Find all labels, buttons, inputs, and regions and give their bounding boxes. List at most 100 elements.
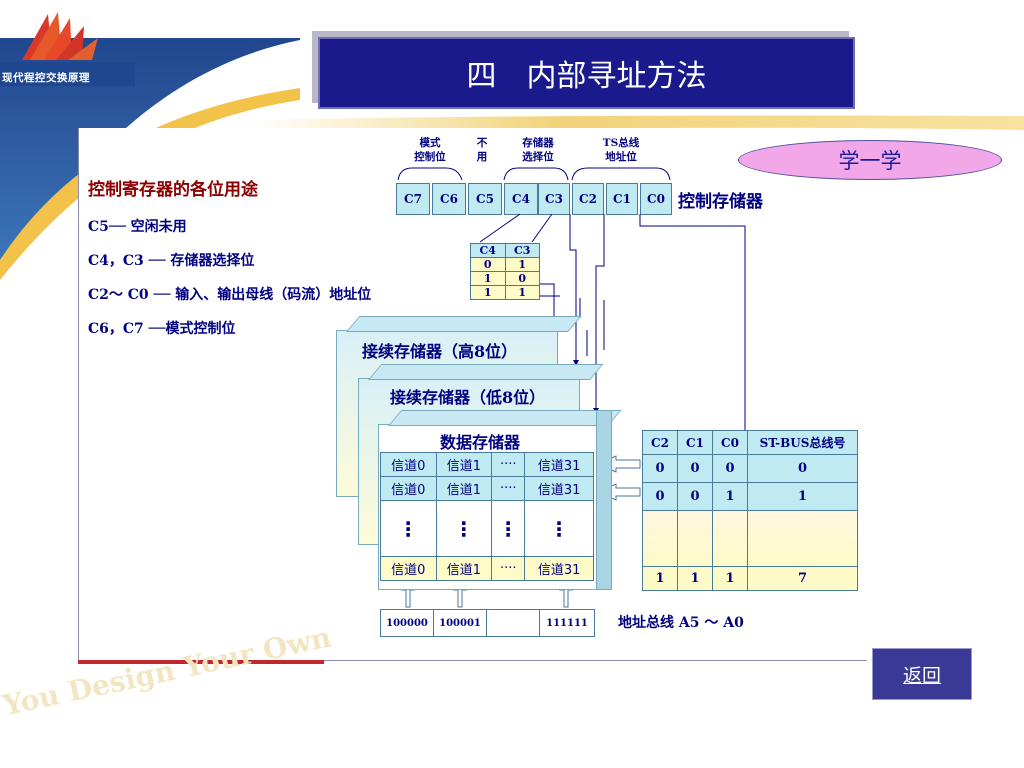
channel-cell: 信道0: [380, 556, 437, 581]
ts-header-line1: TS总线: [602, 137, 640, 149]
table-row: 100000 100001 111111: [380, 609, 595, 637]
bus-cell: 0: [677, 454, 713, 483]
learn-button[interactable]: 学一学: [738, 140, 1002, 180]
bit-usage-c4-c3: C4，C3 ── 存储器选择位: [88, 253, 255, 269]
control-memory-label: 控制存储器: [678, 192, 763, 212]
address-cell: 100000: [380, 609, 434, 637]
connection-memory-high-top: [346, 316, 582, 332]
bus-cell: 0: [747, 454, 858, 483]
bus-header-c1: C1: [677, 430, 713, 455]
data-memory-table: 信道0 信道1 ···· 信道31 信道0 信道1 ···· 信道31 ⋮ ⋮ …: [380, 452, 594, 581]
mode-header-line2: 控制位: [414, 151, 446, 163]
ctrl-bit-c2: C2: [572, 183, 604, 215]
bus-cell: [712, 510, 748, 567]
select-cell: 1: [504, 285, 540, 300]
connection-memory-low-title: 接续存储器（低8位）: [390, 388, 546, 407]
channel-cell: ····: [491, 556, 526, 581]
ts-address-header: TS总线 地址位: [586, 136, 656, 164]
channel-cell: ⋮: [524, 500, 594, 557]
select-cell: 1: [504, 257, 540, 272]
bus-cell: [642, 510, 678, 567]
select-header-c4: C4: [470, 243, 506, 258]
channel-cell: 信道0: [380, 452, 437, 477]
table-row: ⋮ ⋮ ⋮ ⋮: [380, 500, 594, 557]
table-row: 0 0 0 0: [642, 454, 858, 483]
title-number: 四: [466, 59, 497, 94]
bus-cell: 1: [712, 566, 748, 591]
bus-cell: 7: [747, 566, 858, 591]
channel-cell: ⋮: [435, 500, 493, 557]
bit-usage-c5: C5── 空闲未用: [88, 219, 187, 235]
mode-header-line1: 模式: [419, 137, 441, 149]
address-cell: 100001: [433, 609, 487, 637]
table-row: [642, 510, 858, 567]
table-row: 信道0 信道1 ···· 信道31: [380, 556, 594, 581]
select-header-c3: C3: [504, 243, 540, 258]
connection-memory-high-title: 接续存储器（高8位）: [362, 342, 518, 361]
bus-header-c0: C0: [712, 430, 748, 455]
mem-header-line2: 选择位: [522, 151, 554, 163]
data-memory-top: [388, 410, 622, 426]
bit-usage-c2-c0: C2～ C0 ── 输入、输出母线（码流）地址位: [88, 287, 372, 303]
ctrl-bit-c5: C5: [468, 183, 502, 215]
channel-cell: ····: [491, 476, 526, 501]
channel-cell: 信道0: [380, 476, 437, 501]
back-button[interactable]: 返回: [872, 648, 972, 700]
data-memory-title: 数据存储器: [440, 433, 521, 452]
bus-cell: 1: [642, 566, 678, 591]
unused-header-line2: 用: [476, 151, 488, 163]
select-cell: 1: [470, 285, 506, 300]
table-row: 信道0 信道1 ···· 信道31: [380, 452, 594, 477]
ctrl-bit-c1: C1: [606, 183, 638, 215]
channel-cell: 信道1: [435, 556, 493, 581]
bus-cell: [747, 510, 858, 567]
ctrl-bit-c7: C7: [396, 183, 430, 215]
ctrl-bit-c0: C0: [640, 183, 672, 215]
ts-header-line2: 地址位: [605, 151, 637, 163]
address-bus-table: 100000 100001 111111: [380, 609, 595, 637]
title-text: 内部寻址方法: [526, 59, 707, 94]
mem-header-line1: 存储器: [522, 137, 554, 149]
bus-cell: 0: [712, 454, 748, 483]
bus-cell: 0: [642, 482, 678, 511]
channel-cell: 信道31: [524, 556, 594, 581]
select-cell: 0: [504, 271, 540, 286]
fan-logo-icon: [22, 12, 98, 60]
bus-cell: [677, 510, 713, 567]
ctrl-register-heading: 控制寄存器的各位用途: [88, 180, 258, 200]
page-title: 四内部寻址方法: [318, 37, 855, 109]
connection-memory-low-top: [368, 364, 604, 380]
red-accent-bar: [78, 660, 324, 664]
brand-title: 现代程控交换原理: [2, 72, 90, 84]
ctrl-bit-c4: C4: [504, 183, 538, 215]
bus-header-number: ST-BUS总线号: [747, 430, 858, 455]
table-row: 信道0 信道1 ···· 信道31: [380, 476, 594, 501]
ctrl-bit-c3: C3: [538, 183, 570, 215]
select-cell: 1: [470, 271, 506, 286]
channel-cell: ····: [491, 452, 526, 477]
mode-control-header: 模式 控制位: [400, 136, 460, 164]
bus-cell: 0: [677, 482, 713, 511]
table-row: 1 1 1 7: [642, 566, 858, 591]
channel-cell: 信道31: [524, 476, 594, 501]
bus-header-c2: C2: [642, 430, 678, 455]
st-bus-table: C2 C1 C0 ST-BUS总线号 0 0 0 0 0 0 1 1 1 1 1…: [642, 430, 858, 591]
bus-cell: 1: [712, 482, 748, 511]
channel-cell: 信道31: [524, 452, 594, 477]
channel-cell: 信道1: [435, 476, 493, 501]
mem-select-header: 存储器 选择位: [508, 136, 568, 164]
bus-cell: 1: [747, 482, 858, 511]
table-row: 0 0 1 1: [642, 482, 858, 511]
unused-header: 不 用: [468, 136, 496, 164]
data-memory-side: [596, 410, 612, 590]
bit-usage-c6-c7: C6，C7 ──模式控制位: [88, 321, 236, 337]
ctrl-bit-c6: C6: [432, 183, 466, 215]
channel-cell: ⋮: [380, 500, 437, 557]
memory-select-table: C4 C3 0 1 1 0 1 1: [470, 243, 540, 300]
table-row: C2 C1 C0 ST-BUS总线号: [642, 430, 858, 455]
address-cell: [486, 609, 540, 637]
bus-cell: 1: [677, 566, 713, 591]
unused-header-line1: 不: [476, 137, 488, 149]
address-cell: 111111: [539, 609, 595, 637]
